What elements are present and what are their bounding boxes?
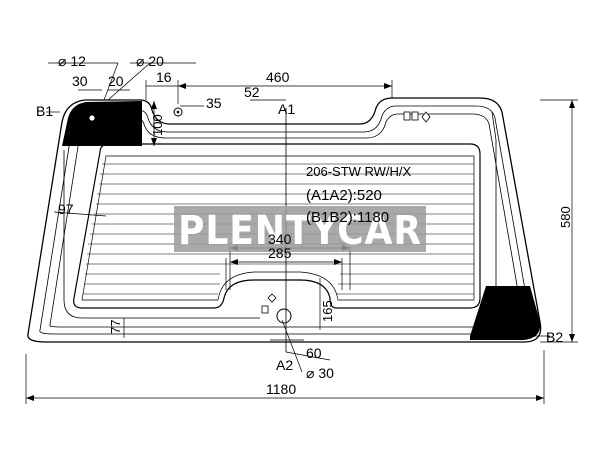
tab-right-2 <box>411 111 419 121</box>
tab-right-3 <box>421 111 431 123</box>
label-a2: A2 <box>276 357 293 373</box>
corner-b1-fill <box>62 101 142 146</box>
tab-right-1 <box>403 111 411 121</box>
dim-165: 165 <box>320 300 335 322</box>
glass-outline <box>27 97 542 343</box>
right-busbar <box>491 111 497 286</box>
hole-bottom-wiper <box>276 308 292 324</box>
hole-top-wiper-dot <box>176 110 180 114</box>
model-code: 206-STW RW/H/X <box>306 164 412 179</box>
dim-35: 35 <box>206 95 222 111</box>
label-b2: B2 <box>546 329 563 345</box>
dim-460: 460 <box>266 69 290 85</box>
dim-16: 16 <box>156 69 172 85</box>
watermark-text: PLENTYCAR <box>178 208 422 254</box>
dim-dia-30: ⌀ 30 <box>306 365 334 381</box>
hole-b1-left <box>88 114 96 122</box>
label-a1: A1 <box>278 101 295 117</box>
tab-bottom-1 <box>261 305 269 314</box>
dim-285: 285 <box>268 245 292 261</box>
dim-dia-12: ⌀ 12 <box>58 53 86 69</box>
dim-340: 340 <box>268 231 292 247</box>
watermark-box <box>174 206 426 252</box>
spec-a1a2: (A1A2):520 <box>306 187 382 204</box>
dim-77: 77 <box>108 320 123 334</box>
dim-580: 580 <box>558 206 573 228</box>
dim-60: 60 <box>306 345 322 361</box>
dim-52: 52 <box>244 84 260 100</box>
label-b1: B1 <box>36 103 53 119</box>
tab-bottom-2 <box>267 293 277 303</box>
dim-dia-20: ⌀ 20 <box>136 53 164 69</box>
dim-97: 97 <box>58 201 74 217</box>
left-busbar <box>63 150 260 319</box>
dim-1180: 1180 <box>266 381 296 397</box>
heating-area-outline <box>73 143 481 309</box>
corner-b2-fill <box>470 286 541 340</box>
dim-30: 30 <box>72 73 88 89</box>
dimension-lines <box>25 62 578 404</box>
dim-20: 20 <box>108 73 124 89</box>
heating-area-inner <box>81 155 475 301</box>
spec-b1b2: (B1B2):1180 <box>306 209 389 226</box>
dim-100: 100 <box>150 114 165 136</box>
